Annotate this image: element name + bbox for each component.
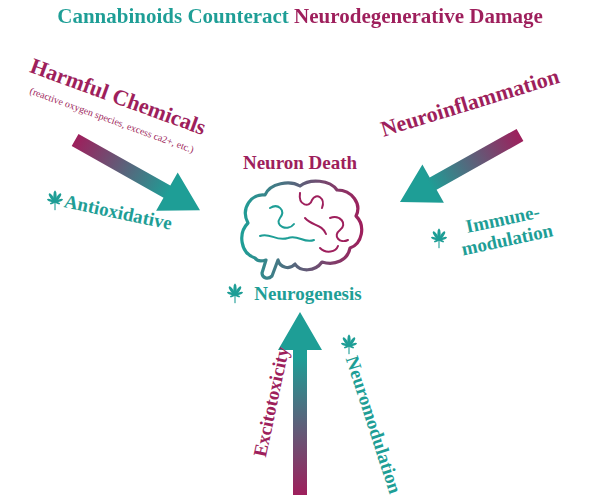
brain-fold <box>270 206 294 227</box>
leaf-icon <box>47 190 64 210</box>
gradient-arrow <box>278 312 322 495</box>
brain-fold <box>305 218 326 234</box>
gradient-arrow <box>400 129 523 203</box>
diagram-title: Cannabinoids Counteract Neurodegenerativ… <box>57 4 543 28</box>
edge-label: Antioxidative <box>62 191 174 234</box>
brain-fold <box>320 246 338 252</box>
brain-node: Neuron DeathNeurogenesis <box>200 148 400 312</box>
brain-fold <box>330 217 348 241</box>
brain-fold <box>300 193 323 208</box>
leaf-icon <box>341 334 358 354</box>
edge-label: Neuromodulation <box>341 354 405 497</box>
brain-fold <box>260 235 314 241</box>
cause-node: Excitotoxicity <box>255 335 305 495</box>
node-heading: Neuron Death <box>243 153 357 174</box>
title-wrap: Cannabinoids Counteract Neurodegenerativ… <box>0 4 600 29</box>
node-text: Neurogenesis <box>254 284 361 305</box>
leaf-icon <box>431 228 448 248</box>
cause-node: Harmful Chemicals(reactive oxygen specie… <box>10 70 220 140</box>
edge-label: Immune- modulation <box>444 198 565 263</box>
node-heading: Neuroinflammation <box>378 64 562 141</box>
cause-node: Neuroinflammation <box>370 75 570 135</box>
leaf-icon <box>227 283 244 303</box>
node-heading: Excitotoxicity <box>250 345 294 459</box>
brain-shape <box>242 181 362 278</box>
